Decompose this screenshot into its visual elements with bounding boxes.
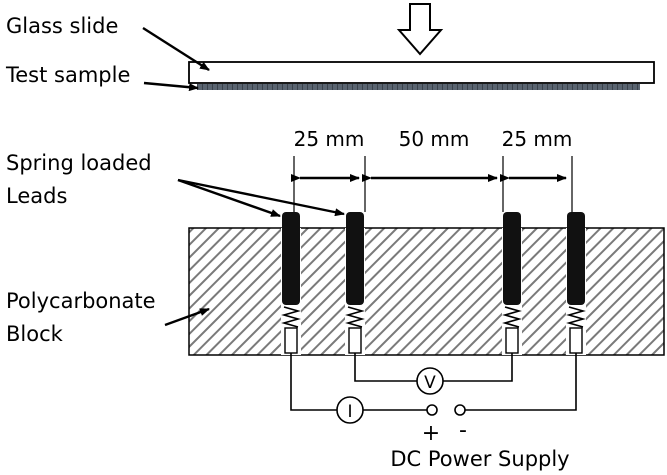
glass-slide-label: Glass slide [6, 14, 118, 38]
probe-lead-2 [345, 212, 365, 354]
spring-leads-label-line2: Leads [6, 184, 67, 208]
voltmeter-symbol: V [424, 373, 436, 393]
spring-leads-pointer-2 [177, 178, 345, 217]
voltmeter-icon [416, 367, 444, 395]
probe-lead-3 [502, 212, 522, 354]
block-label-line2: Block [6, 322, 64, 346]
power-supply-label: DC Power Supply [390, 447, 569, 471]
glass-slide [188, 61, 655, 84]
spring-leads-pointer-1 [177, 178, 281, 218]
ammeter-icon [336, 396, 364, 424]
block-pointer [164, 307, 210, 327]
block-label-line1: Polycarbonate [6, 289, 156, 313]
probe-lead-1 [281, 212, 301, 354]
test-sample-label: Test sample [5, 63, 130, 87]
dimension-extension-lines [293, 156, 573, 212]
positive-terminal-icon [426, 404, 438, 416]
test-sample [197, 84, 640, 90]
dimension-right-label: 25 mm [502, 127, 573, 151]
polycarbonate-block [188, 227, 665, 356]
force-arrow-icon [396, 3, 444, 56]
negative-terminal-icon [454, 404, 466, 416]
negative-terminal-label: - [459, 418, 467, 443]
spring-leads-label-line1: Spring loaded [6, 151, 152, 175]
wiring [290, 353, 577, 411]
ammeter-symbol: I [347, 402, 352, 422]
dimension-middle-label: 50 mm [399, 127, 470, 151]
dimension-left-label: 25 mm [294, 127, 365, 151]
positive-terminal-label: + [422, 421, 440, 446]
test-sample-pointer [143, 81, 199, 92]
glass-slide-pointer [142, 26, 210, 72]
probe-lead-4 [566, 212, 586, 354]
